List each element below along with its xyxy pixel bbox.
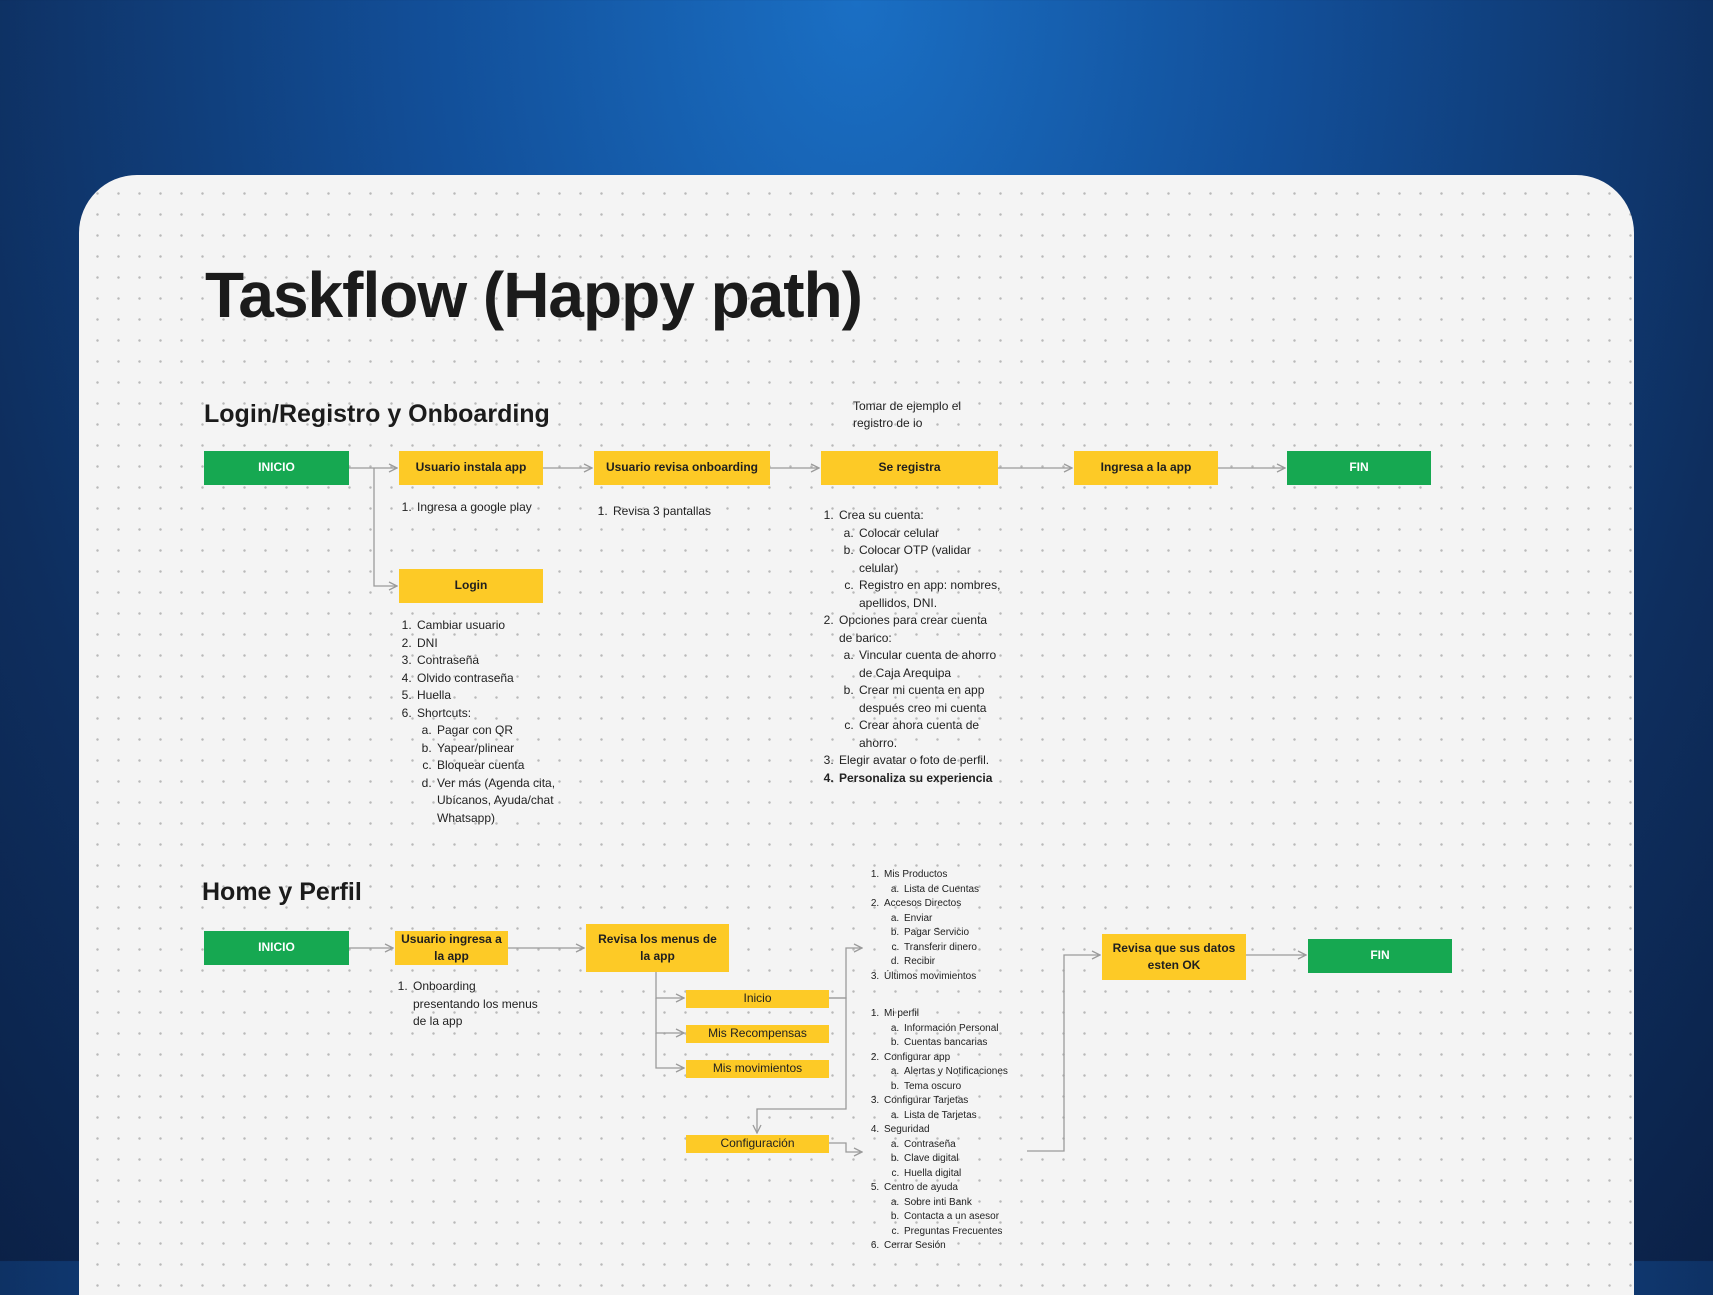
note-ingresa: Onboarding presentando los menus de la a… [391,978,541,1031]
node-usuario-revisa-onboarding: Usuario revisa onboarding [594,451,770,485]
sub-list-item: Crear ahora cuenta de ahorro. [857,717,1002,752]
node-revisa-los-menus: Revisa los menus de la app [586,924,729,972]
sub-list-item: Lista de Tarjetas [902,1109,1042,1124]
sub-list-item: Colocar OTP (validar celular) [857,542,1002,577]
list-item: Cerrar Sesión [882,1239,1042,1254]
node-fin: FIN [1287,451,1431,485]
menu-item-configuracion: Configuración [686,1135,829,1153]
sub-list-item: Tema oscuro [902,1080,1042,1095]
node-login: Login [399,569,543,603]
node-revisa-datos: Revisa que sus datos esten OK [1102,934,1246,980]
note-login: Cambiar usuario DNI Contraseña Olvido co… [395,617,565,827]
list-item: Configurar app Alertas y Notificaciones … [882,1051,1042,1095]
list-item-label: Seguridad [884,1124,930,1135]
node-fin-home: FIN [1308,939,1452,973]
sub-list-item: Alertas y Notificaciones [902,1065,1042,1080]
note-onboarding: Revisa 3 pantallas [591,503,771,521]
menu-item-mis-movimientos: Mis movimientos [686,1060,829,1078]
sub-list-item: Pagar con QR [435,722,565,740]
list-item: Revisa 3 pantallas [611,503,771,521]
list-item: DNI [415,635,565,653]
sub-list-item: Recibir [902,955,1042,970]
sub-list-item: Crear mi cuenta en app después creo mi c… [857,682,1002,717]
list-item: Crea su cuenta: Colocar celular Colocar … [837,507,1002,612]
node-inicio-home: INICIO [204,931,349,965]
list-item-label: Configurar app [884,1051,951,1063]
menu-item-inicio: Inicio [686,990,829,1008]
node-usuario-instala-app: Usuario instala app [399,451,543,485]
list-item: Mis Productos Lista de Cuentas [882,868,1042,897]
list-item: Opciones para crear cuenta de banco: Vin… [837,612,1002,752]
list-item: Shortcuts: Pagar con QR Yapear/plinear B… [415,705,565,828]
sub-list-item: Contacta a un asesor [902,1210,1042,1225]
list-item: Huella [415,687,565,705]
page-title: Taskflow (Happy path) [205,259,863,331]
list-item-label: Crea su cuenta: [839,508,924,522]
list-item: Olvido contraseña [415,670,565,688]
note-configuracion-menu: Mi perfil Información Personal Cuentas b… [862,1007,1042,1254]
list-item: Seguridad Contraseña Clave digital Huell… [882,1123,1042,1181]
sub-list-item: Preguntas Frecuentes [902,1225,1042,1240]
sub-list-item: Sobre inti Bank [902,1196,1042,1211]
node-inicio: INICIO [204,451,349,485]
sub-list-item: Huella digital [902,1167,1042,1182]
list-item: Contraseña [415,652,565,670]
list-item: Onboarding presentando los menus de la a… [411,978,541,1031]
sub-list-item: Bloquear cuenta [435,757,565,775]
list-item: Accesos Directos Enviar Pagar Servicio T… [882,897,1042,970]
node-usuario-ingresa-a-la-app: Usuario ingresa a la app [395,931,508,965]
list-item-label: Mi perfil [884,1008,920,1019]
sub-list-item: Colocar celular [857,525,1002,543]
sub-list-item: Cuentas bancarias [902,1036,1042,1051]
list-item: Elegir avatar o foto de perfil. [837,752,1002,770]
menu-item-mis-recompensas: Mis Recompensas [686,1025,829,1043]
list-item: Centro de ayuda Sobre inti Bank Contacta… [882,1181,1042,1239]
list-item: Personaliza su experiencia [837,770,1002,788]
section-heading-home: Home y Perfil [202,878,362,906]
side-note: Tomar de ejemplo el registro de io [853,399,962,430]
list-item-label: Opciones para crear cuenta de banco: [839,613,988,645]
note-instala: Ingresa a google play [395,499,575,517]
sub-list-item: Contraseña [902,1138,1042,1153]
node-ingresa-a-la-app: Ingresa a la app [1074,451,1218,485]
sub-list-item: Clave digital [902,1152,1042,1167]
list-item: Mi perfil Información Personal Cuentas b… [882,1007,1042,1051]
sub-list-item: Lista de Cuentas [902,883,1042,898]
list-item: Configurar Tarjetas Lista de Tarjetas [882,1094,1042,1123]
sub-list-item: Pagar Servicio [902,926,1042,941]
sub-list-item: Transferir dinero [902,941,1042,956]
sub-list-item: Yapear/plinear [435,740,565,758]
sub-list-item: Registro en app: nombres, apellidos, DNI… [857,577,1002,612]
node-se-registra: Se registra [821,451,998,485]
list-item: Cambiar usuario [415,617,565,635]
note-inicio-menu: Mis Productos Lista de Cuentas Accesos D… [862,868,1042,984]
sub-list-item: Información Personal [902,1022,1042,1037]
list-item-label: Accesos Directos [884,898,962,909]
sub-list-item: Enviar [902,912,1042,927]
diagram-canvas [79,175,1634,1295]
list-item-label: Mis Productos [884,869,948,880]
list-item: Últimos movimientos [882,970,1042,985]
sub-list-item: Vincular cuenta de ahorro de Caja Arequi… [857,647,1002,682]
list-item-label: Configurar Tarjetas [884,1095,969,1106]
list-item-label: Centro de ayuda [884,1182,958,1193]
note-registra: Crea su cuenta: Colocar celular Colocar … [817,507,1002,787]
list-item-label: Shortcuts: [417,705,472,720]
section-heading-login: Login/Registro y Onboarding [204,400,550,428]
list-item: Ingresa a google play [415,499,575,517]
sub-list-item: Ver más (Agenda cita, Ubícanos, Ayuda/ch… [435,775,565,828]
